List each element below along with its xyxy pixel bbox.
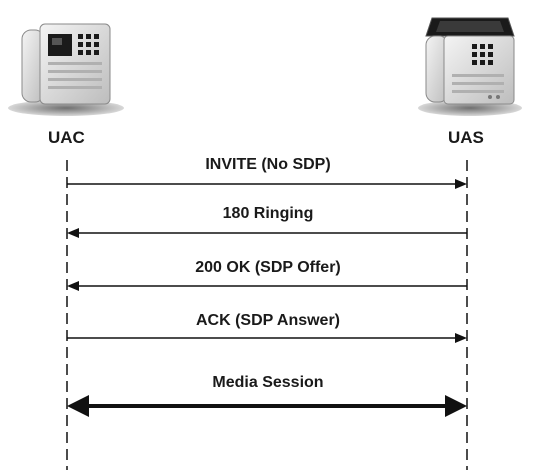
ok-arrow: [67, 281, 467, 291]
ringing-arrow: [67, 228, 467, 238]
media-session-label: Media Session: [212, 374, 324, 391]
ok-label: 200 OK (SDP Offer): [195, 259, 341, 276]
uac-label: UAC: [48, 128, 85, 147]
desk-phone-icon: [8, 23, 124, 116]
ringing-label: 180 Ringing: [222, 205, 314, 222]
invite-label: INVITE (No SDP): [205, 156, 331, 173]
uas-label: UAS: [448, 128, 484, 147]
ack-label: ACK (SDP Answer): [195, 312, 341, 329]
invite-arrow: [67, 179, 467, 189]
media-session-arrow: [67, 395, 467, 417]
ack-arrow: [67, 333, 467, 343]
fax-phone-icon: [418, 17, 522, 116]
